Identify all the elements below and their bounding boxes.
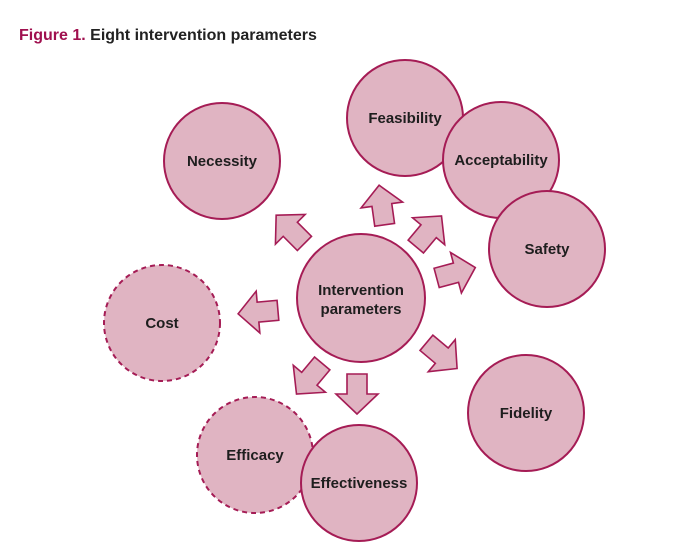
center-node: Intervention parameters (296, 233, 426, 363)
figure-title: Figure 1. Eight intervention parameters (19, 27, 317, 45)
arrow-icon (359, 184, 405, 228)
node-label: Necessity (187, 153, 258, 170)
node-label: Safety (524, 241, 570, 258)
node-safety: Safety (488, 190, 606, 308)
center-label-line2: parameters (321, 301, 402, 318)
arrow-icon (334, 373, 380, 416)
node-circle (467, 354, 585, 472)
node-circle (163, 102, 281, 220)
arrow-icon (274, 213, 313, 252)
node-fidelity: Fidelity (467, 354, 585, 472)
figure-title-text: Eight intervention parameters (90, 27, 317, 44)
node-label: Acceptability (454, 152, 548, 169)
arrow-icon (292, 355, 332, 395)
arrow-icon (406, 215, 446, 255)
node-circle (488, 190, 606, 308)
node-label: Feasibility (368, 110, 442, 127)
node-effectiveness: Effectiveness (300, 424, 418, 542)
arrow-icon (236, 289, 280, 335)
node-necessity: Necessity (163, 102, 281, 220)
arrow-icon (433, 250, 477, 296)
node-label: Cost (145, 315, 178, 332)
node-label: Efficacy (226, 447, 284, 464)
center-label-line1: Intervention (318, 282, 404, 299)
node-circle (103, 264, 221, 382)
arrow-icon (418, 333, 458, 373)
node-cost: Cost (103, 264, 221, 382)
node-circle (300, 424, 418, 542)
node-label: Effectiveness (311, 475, 408, 492)
node-label: Fidelity (500, 405, 553, 422)
figure-label: Figure 1. (19, 27, 86, 44)
node-efficacy: Efficacy (196, 396, 314, 514)
